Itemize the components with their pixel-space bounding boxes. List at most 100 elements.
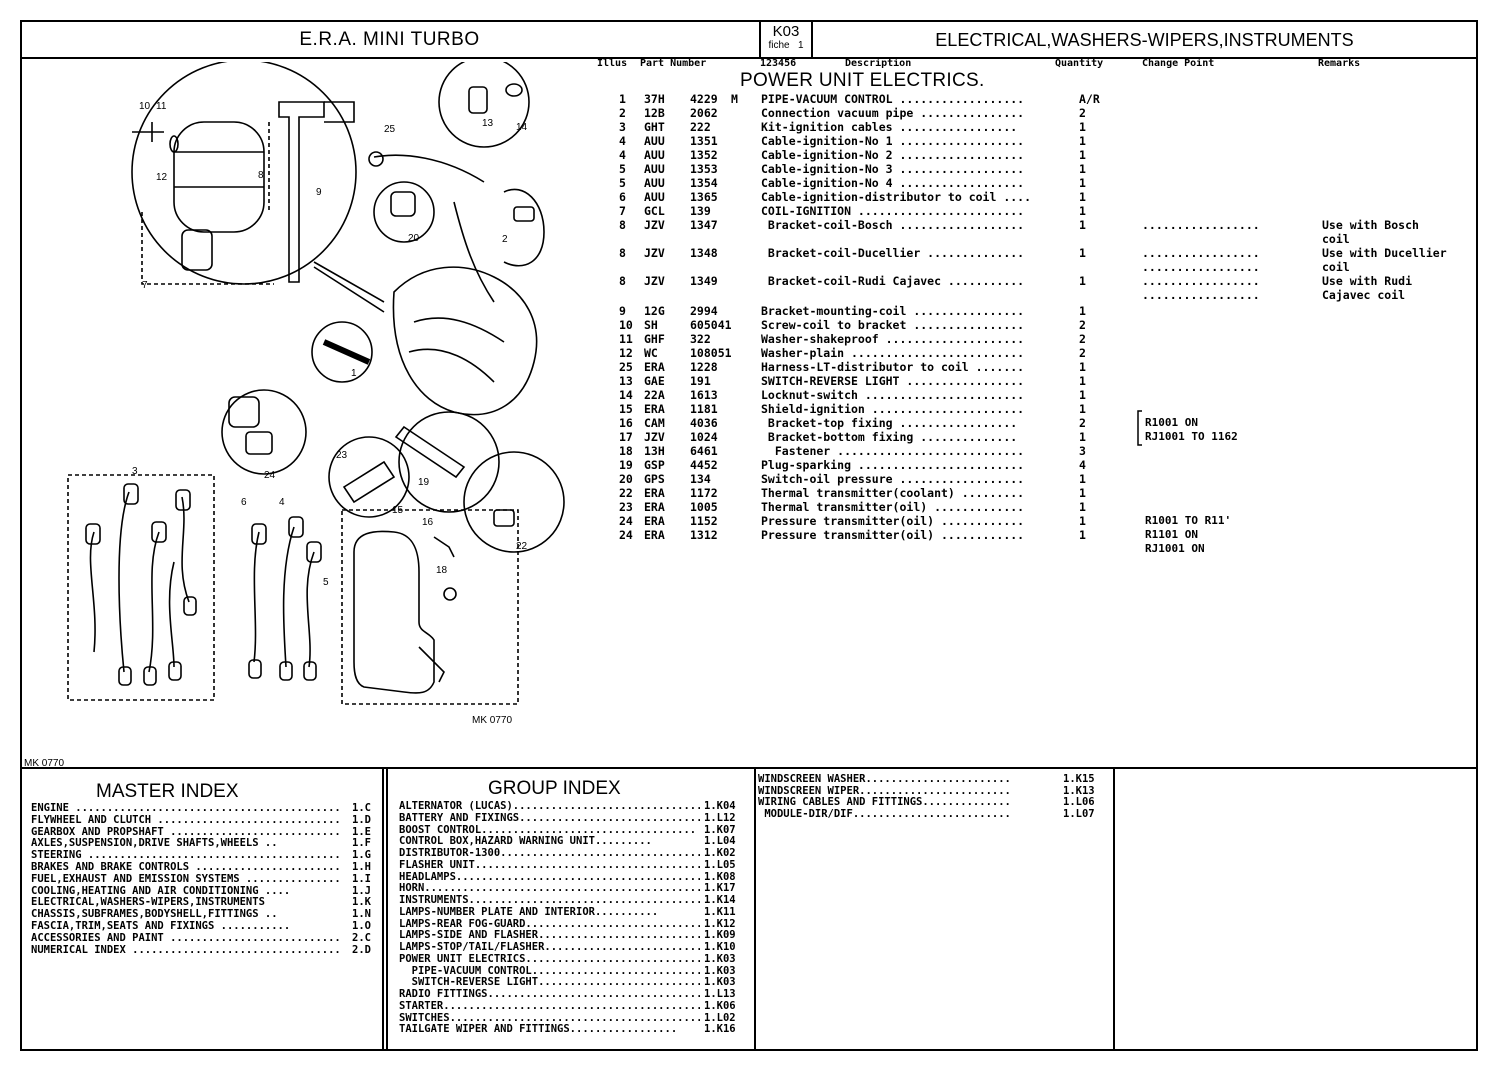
master-index-title: MASTER INDEX: [96, 781, 239, 802]
part-number: 4452: [690, 458, 718, 472]
index-item-label: INSTRUMENTS.............................…: [399, 894, 700, 906]
part-prefix: 22A: [644, 388, 665, 402]
callout-24: 24: [264, 470, 276, 481]
illus: 15: [619, 402, 633, 416]
remark-rudi-2: Cajavec coil: [1322, 288, 1406, 302]
part-number: 1365: [690, 190, 718, 204]
illus: 12: [619, 346, 633, 360]
part-quantity: 1: [1079, 246, 1086, 260]
index-item-ref: 1.O: [352, 920, 371, 932]
index-item-ref: 1.J: [352, 884, 371, 897]
index-item-label: FLYWHEEL AND CLUTCH ....................…: [31, 813, 341, 826]
callout-1: 1: [351, 368, 357, 379]
illus: 8: [619, 246, 626, 260]
part-description: SWITCH-REVERSE LIGHT .................: [761, 374, 1025, 388]
index-item: WINDSCREEN WASHER.......................…: [758, 773, 1103, 785]
callout-20: 20: [408, 233, 420, 244]
part-number: 4229: [690, 92, 718, 106]
bracket-top-fixing: [433, 536, 455, 558]
index-item: FLYWHEEL AND CLUTCH ....................…: [31, 814, 392, 826]
index-item: SWITCHES................................…: [399, 1012, 744, 1024]
index-item: ALTERNATOR (LUCAS)......................…: [399, 800, 744, 812]
index-item: LAMPS-NUMBER PLATE AND INTERIOR.........…: [399, 906, 744, 918]
part-quantity: 1: [1079, 304, 1086, 318]
index-item-ref: 1.K: [352, 896, 371, 909]
index-item-label: GEARBOX AND PROPSHAFT ..................…: [31, 825, 341, 838]
index-item-ref: 1.K08: [704, 870, 736, 883]
part-prefix: GCL: [644, 204, 665, 218]
index-item: INSTRUMENTS.............................…: [399, 894, 744, 906]
bracket-bottom-fixing: [418, 646, 445, 683]
index-item: STARTER.................................…: [399, 1000, 744, 1012]
illus: 3: [619, 120, 626, 134]
part-number: 134: [690, 472, 711, 486]
part-number: 4036: [690, 416, 718, 430]
index-item-label: NUMERICAL INDEX ........................…: [31, 943, 341, 956]
callout-12: 12: [156, 172, 168, 183]
index-item-label: RADIO FITTINGS..........................…: [399, 988, 700, 1000]
fiche-number: 1: [797, 40, 804, 51]
part-quantity: A/R: [1079, 92, 1100, 106]
part-description: Switch-oil pressure ..................: [761, 472, 1025, 486]
page-frame: [20, 20, 1478, 1051]
engine-block: [392, 266, 538, 416]
part-quantity: 1: [1079, 134, 1086, 148]
part-prefix: GHT: [644, 120, 665, 134]
vacuum-pipe-circle: [311, 321, 373, 383]
part-suffix: M: [731, 92, 738, 106]
part-description: Bracket-coil-Bosch ..................: [761, 218, 1025, 232]
part-quantity: 1: [1079, 162, 1086, 176]
index-item-label: BRAKES AND BRAKE CONTROLS ..............…: [31, 861, 341, 873]
index-item-label: WIRING CABLES AND FITTINGS..............: [758, 796, 1011, 809]
index-item-ref: 1.H: [352, 861, 371, 873]
change-rj1001-on: RJ1001 ON: [1145, 542, 1205, 555]
index-item: RADIO FITTINGS..........................…: [399, 988, 744, 1000]
index-item: LAMPS-SIDE AND FLASHER..................…: [399, 929, 744, 941]
index-item: STEERING ...............................…: [31, 849, 392, 861]
part-quantity: 2: [1079, 106, 1086, 120]
cable-kit-box: [67, 474, 215, 701]
part-description: Cable-ignition-No 2 ..................: [761, 148, 1025, 162]
index-item-ref: 1.K10: [704, 941, 736, 953]
part-quantity: 1: [1079, 402, 1086, 416]
part-number: 191: [690, 374, 711, 388]
index-item: GEARBOX AND PROPSHAFT ..................…: [31, 826, 392, 838]
index-item-label: ALTERNATOR (LUCAS)......................…: [399, 800, 700, 812]
part-number: 2994: [690, 304, 718, 318]
cable-no-2: [282, 526, 295, 668]
index-item-label: FUEL,EXHAUST AND EMISSION SYSTEMS ......…: [31, 872, 341, 885]
index-item-label: TAILGATE WIPER AND FITTINGS.............…: [399, 1023, 678, 1036]
fiche-label-row: fiche 1: [761, 40, 811, 52]
part-prefix: ERA: [644, 514, 665, 528]
col-quantity: Quantity: [1055, 58, 1104, 69]
part-quantity: 3: [1079, 444, 1086, 458]
index-rule: [20, 767, 1478, 769]
part-number: 1228: [690, 360, 718, 374]
part-number: 108051: [690, 346, 732, 360]
part-prefix: JZV: [644, 218, 665, 232]
part-description: Washer-shakeproof ....................: [761, 332, 1025, 346]
part-quantity: 1: [1079, 500, 1086, 514]
callout-18: 18: [436, 565, 448, 576]
spark-plug-circle: [398, 411, 500, 513]
part-prefix: GPS: [644, 472, 665, 486]
callout-2: 2: [502, 234, 508, 245]
part-prefix: 12B: [644, 106, 665, 120]
index-item-ref: 1.L04: [704, 835, 736, 848]
illus: 1: [619, 92, 626, 106]
cable-no-1: [253, 531, 260, 663]
part-number: 1152: [690, 514, 718, 528]
index-item-ref: 1.K07: [704, 823, 736, 836]
part-description: Bracket-mounting-coil ................: [761, 304, 1025, 318]
part-number: 1024: [690, 430, 718, 444]
part-description: COIL-IGNITION ........................: [761, 204, 1025, 218]
part-description: Plug-sparking ........................: [761, 458, 1025, 472]
ignition-shield: [353, 530, 435, 694]
coil-detail-circle: [131, 62, 357, 285]
col-change-point: Change Point: [1142, 58, 1215, 69]
